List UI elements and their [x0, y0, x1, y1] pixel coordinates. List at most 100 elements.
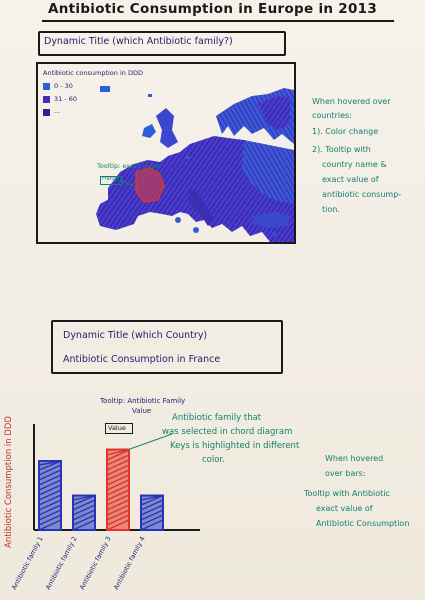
legend-label-1: 0 - 30 — [54, 82, 73, 90]
bar-chart-title: Antibiotic Consumption in France — [63, 354, 221, 365]
x-tick-label-2: Antibiotic family 2 — [44, 535, 79, 591]
bar-hatch — [106, 459, 130, 471]
bar-hatch — [72, 494, 96, 506]
highlight-note-4: color. — [202, 455, 225, 465]
bar-hatch — [106, 454, 130, 466]
bar-hover-note-4: exact value of — [316, 504, 373, 513]
bar-hatch — [106, 489, 130, 501]
bar-hatch — [38, 464, 62, 476]
map-hover-note-5: country name & — [322, 160, 387, 169]
map-tooltip-box — [100, 176, 122, 185]
bar-hatch — [140, 514, 164, 526]
bar-hatch — [38, 460, 62, 466]
bar-hatch — [72, 509, 96, 521]
country-finland — [258, 96, 290, 130]
legend-swatch-2 — [43, 96, 50, 103]
map-tooltip-label: Tooltip: exact value — [97, 162, 161, 170]
bar-hatch — [38, 514, 62, 526]
country-italy — [188, 188, 214, 226]
value-box-label: Value — [108, 424, 126, 432]
bar-hatch — [140, 509, 164, 521]
map-hover-note-8: tion. — [322, 205, 340, 214]
bar-hatch — [106, 494, 130, 506]
bar-hatch — [106, 499, 130, 511]
page-title: Antibiotic Consumption in Europe in 2013 — [48, 1, 378, 17]
highlight-arrow — [126, 433, 173, 451]
value-box — [105, 423, 133, 434]
bar-hatch — [106, 514, 130, 526]
bar-4[interactable] — [140, 494, 164, 531]
bar-hatch — [38, 504, 62, 516]
bar-hatch — [72, 519, 96, 531]
bar-hatch — [106, 464, 130, 476]
bar-hatch — [106, 509, 130, 521]
legend-title: Antibiotic consumption in DDD — [43, 69, 143, 77]
bar-hatch — [106, 479, 130, 491]
legend-label-2: 31 - 60 — [54, 95, 78, 103]
map-dynamic-title: Dynamic Title (which Antibiotic family?) — [44, 36, 233, 47]
map-hover-note-7: antibiotic consump- — [322, 190, 402, 199]
map-hover-note-6: exact value of — [322, 175, 379, 184]
europe-map[interactable] — [38, 64, 294, 242]
bar-hatch — [38, 484, 62, 496]
map-hover-note-3: 1). Color change — [312, 127, 379, 136]
bar-hatch — [106, 474, 130, 486]
bar-hatch — [38, 469, 62, 481]
bar-hatch — [140, 494, 164, 501]
bar-hatch — [106, 448, 130, 451]
bar-hatch — [106, 469, 130, 481]
country-iberia — [96, 194, 142, 230]
bar-tooltip-label: Tooltip: Antibiotic Family — [100, 397, 186, 405]
island-faroe — [148, 94, 152, 97]
x-tick-label-3: Antibiotic family 3 — [78, 535, 113, 591]
bar-dynamic-title: Dynamic Title (which Country) — [63, 330, 208, 341]
bar-hatch — [106, 519, 130, 531]
highlight-note-3: Keys is highlighted in different — [170, 441, 300, 451]
bar-hatch — [72, 514, 96, 526]
bar-hover-note-2: over bars: — [325, 469, 366, 478]
highlight-note-1: Antibiotic family that — [172, 413, 262, 423]
bar-hatch — [38, 460, 62, 471]
map-title-box — [38, 31, 286, 56]
map-tooltip-box-text: France — [102, 176, 119, 182]
bar-tooltip-value: Value — [132, 407, 152, 415]
island-small — [186, 156, 189, 159]
bar-hatch — [106, 504, 130, 516]
legend-swatch-1 — [43, 83, 50, 90]
y-axis-label: Antibiotic Consumption in DDD — [4, 415, 14, 548]
bar-hatch — [38, 494, 62, 506]
country-east — [242, 140, 294, 204]
bar-hatch — [38, 479, 62, 491]
bar-hover-note-1: When hovered — [325, 454, 384, 463]
map-hover-note-4: 2). Tooltip with — [312, 145, 371, 154]
bar-hatch — [38, 474, 62, 486]
country-turkey — [252, 212, 290, 228]
bar-hatch — [106, 448, 130, 456]
title-underline — [42, 20, 394, 22]
highlight-note-2: was selected in chord diagram — [162, 427, 293, 437]
country-france-highlighted — [135, 167, 165, 203]
country-uk — [156, 108, 178, 148]
bar-hatch — [140, 494, 164, 506]
legend-label-3: ... — [54, 107, 61, 115]
island-sicily — [193, 227, 199, 233]
bar-hatch — [72, 494, 96, 501]
map-hover-note-1: When hovered over — [312, 97, 391, 106]
map-hover-note-2: countries: — [312, 111, 352, 120]
bar-hatch — [72, 504, 96, 516]
bar-2[interactable] — [72, 494, 96, 531]
island-sardinia — [175, 217, 181, 223]
country-ireland — [142, 124, 156, 138]
bar-hatch — [38, 509, 62, 521]
island-cyprus — [271, 231, 277, 237]
x-tick-label-4: Antibiotic family 4 — [112, 535, 147, 591]
bar-hatch — [72, 499, 96, 511]
bar-hatch — [38, 519, 62, 531]
bar-hatch — [38, 499, 62, 511]
bar-hover-note-3: Tooltip with Antibiotic — [304, 489, 390, 498]
bar-hatch — [38, 489, 62, 501]
bar-hatch — [140, 504, 164, 516]
map-frame[interactable] — [36, 62, 296, 244]
